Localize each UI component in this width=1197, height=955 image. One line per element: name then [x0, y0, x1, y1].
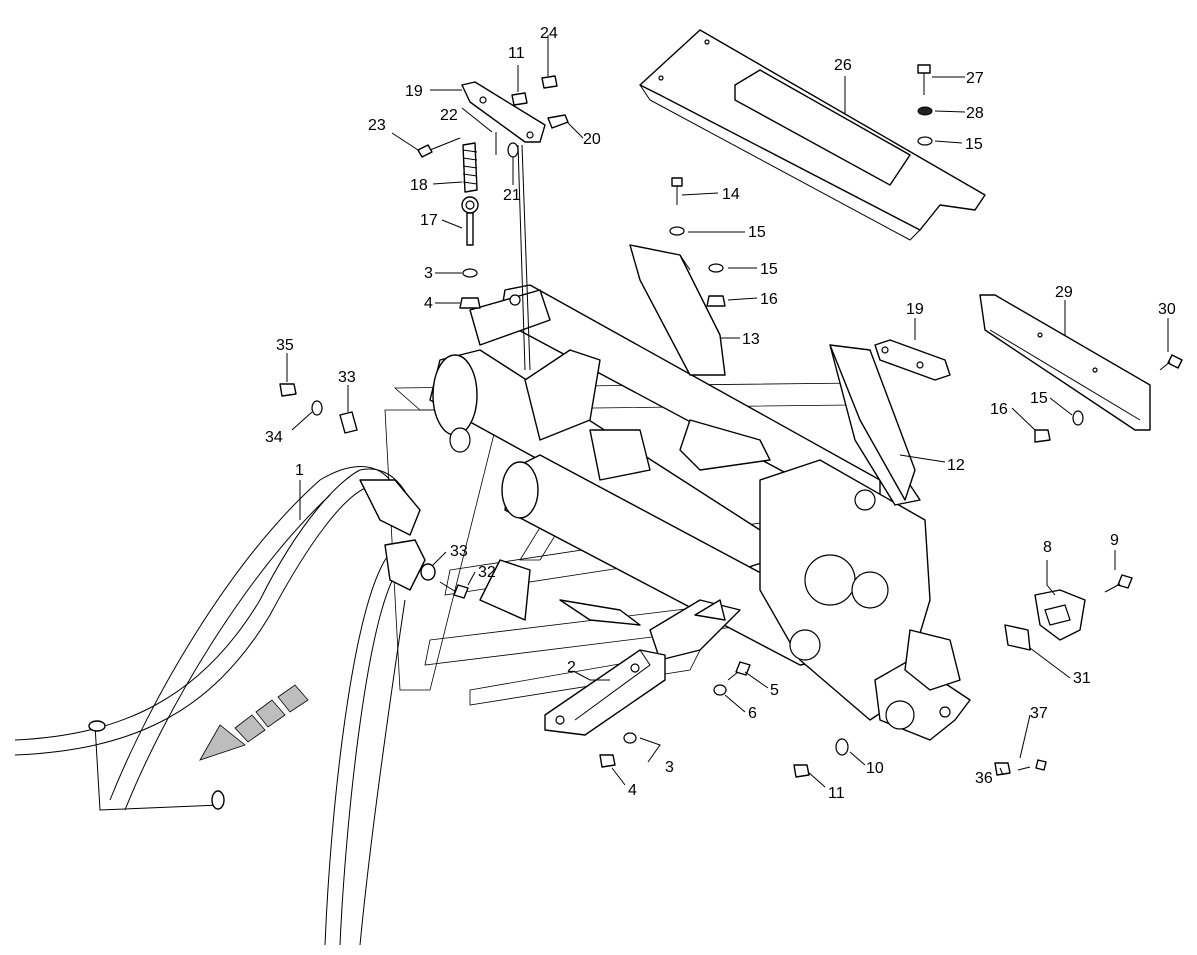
callout-5: 5	[770, 682, 779, 699]
washer-28	[917, 106, 933, 116]
bracket-13	[629, 244, 726, 376]
washer-21	[507, 142, 519, 158]
bracket-8	[1034, 589, 1086, 641]
bolt-30	[1159, 354, 1183, 371]
callout-9: 9	[1110, 532, 1119, 549]
callout-34: 34	[265, 429, 283, 446]
callout-24: 24	[540, 25, 558, 42]
washer-6	[713, 684, 727, 696]
washer-15-top	[917, 136, 933, 146]
callout-20: 20	[583, 131, 601, 148]
callout-15-right: 15	[760, 261, 778, 278]
nut-4-bottom	[599, 754, 616, 768]
nut-4-top	[459, 297, 481, 309]
callout-8: 8	[1043, 539, 1052, 556]
callout-23: 23	[368, 117, 386, 134]
linkage-19	[461, 81, 569, 143]
rail-29	[979, 294, 1151, 431]
nut-35	[279, 383, 297, 397]
callout-16-far-right: 16	[990, 401, 1008, 418]
callout-33-bottom: 33	[450, 543, 468, 560]
pull-rod	[517, 144, 531, 371]
callout-11-bottom: 11	[828, 785, 845, 802]
callout-30: 30	[1158, 301, 1176, 318]
leader-lines	[286, 35, 1169, 788]
callout-4-top: 4	[424, 295, 433, 312]
washer-15-center	[669, 226, 685, 236]
nut-24	[541, 75, 558, 89]
washer-3-bottom	[623, 732, 637, 744]
nut-37	[994, 762, 1011, 776]
washer-3-top	[462, 268, 478, 278]
washer-10	[835, 738, 849, 756]
bracket-2	[544, 649, 666, 736]
nut-16-far-right	[1034, 429, 1051, 443]
callout-3-bottom: 3	[665, 759, 674, 776]
callout-19-top: 19	[405, 83, 423, 100]
nut-11-top	[511, 92, 528, 106]
callout-2: 2	[567, 659, 576, 676]
main-frame	[429, 284, 971, 741]
callout-11-top: 11	[508, 45, 525, 62]
callout-36: 36	[975, 770, 993, 787]
gusset-12	[829, 344, 916, 501]
callout-28: 28	[966, 105, 984, 122]
callout-29: 29	[1055, 284, 1073, 301]
callout-15-center: 15	[748, 224, 766, 241]
callout-21: 21	[503, 187, 521, 204]
nut-11-bottom	[793, 764, 810, 778]
callout-10: 10	[866, 760, 884, 777]
handle-1	[14, 466, 426, 946]
callout-26: 26	[834, 57, 852, 74]
bolt-14	[671, 177, 683, 205]
washer-15-far-right	[1072, 410, 1084, 426]
bolt-32	[439, 581, 469, 599]
callout-14: 14	[722, 186, 740, 203]
callout-16-center: 16	[760, 291, 778, 308]
callout-6: 6	[748, 705, 757, 722]
direction-arrow	[199, 684, 309, 761]
callout-13: 13	[742, 331, 760, 348]
callout-31: 31	[1073, 670, 1091, 687]
callout-15-top: 15	[965, 136, 983, 153]
bolt-27	[917, 64, 931, 95]
nut-16-center	[706, 295, 726, 307]
top-cover-plate	[639, 29, 986, 241]
eye-bolt-17	[461, 196, 479, 246]
bushing-33-bottom	[420, 563, 436, 581]
callout-12: 12	[947, 457, 965, 474]
callout-4-bottom: 4	[628, 782, 637, 799]
plate-19-right	[874, 339, 951, 381]
callout-27: 27	[966, 70, 984, 87]
callout-32: 32	[478, 564, 496, 581]
callout-labels: 1 2 3 3 4 4 5 6 8 9 10 11 11 12 13 14 15…	[265, 25, 1176, 802]
callout-33-top: 33	[338, 369, 356, 386]
callout-35: 35	[276, 337, 294, 354]
callout-18: 18	[410, 177, 428, 194]
callout-19-right: 19	[906, 301, 924, 318]
washer-34	[311, 400, 323, 416]
callout-22: 22	[440, 107, 458, 124]
callout-17: 17	[420, 212, 438, 229]
callout-3-top: 3	[424, 265, 433, 282]
bolt-9	[1104, 574, 1133, 593]
callout-1: 1	[295, 462, 304, 479]
washer-15-right	[708, 263, 724, 273]
spring-18	[462, 142, 478, 193]
bolt-5	[727, 661, 751, 681]
callout-15-far-right: 15	[1030, 390, 1048, 407]
bolt-36	[1017, 759, 1047, 771]
bolt-23	[417, 137, 461, 158]
callout-37: 37	[1030, 705, 1048, 722]
plate-31	[1004, 624, 1031, 651]
bushing-33-top	[339, 411, 358, 434]
